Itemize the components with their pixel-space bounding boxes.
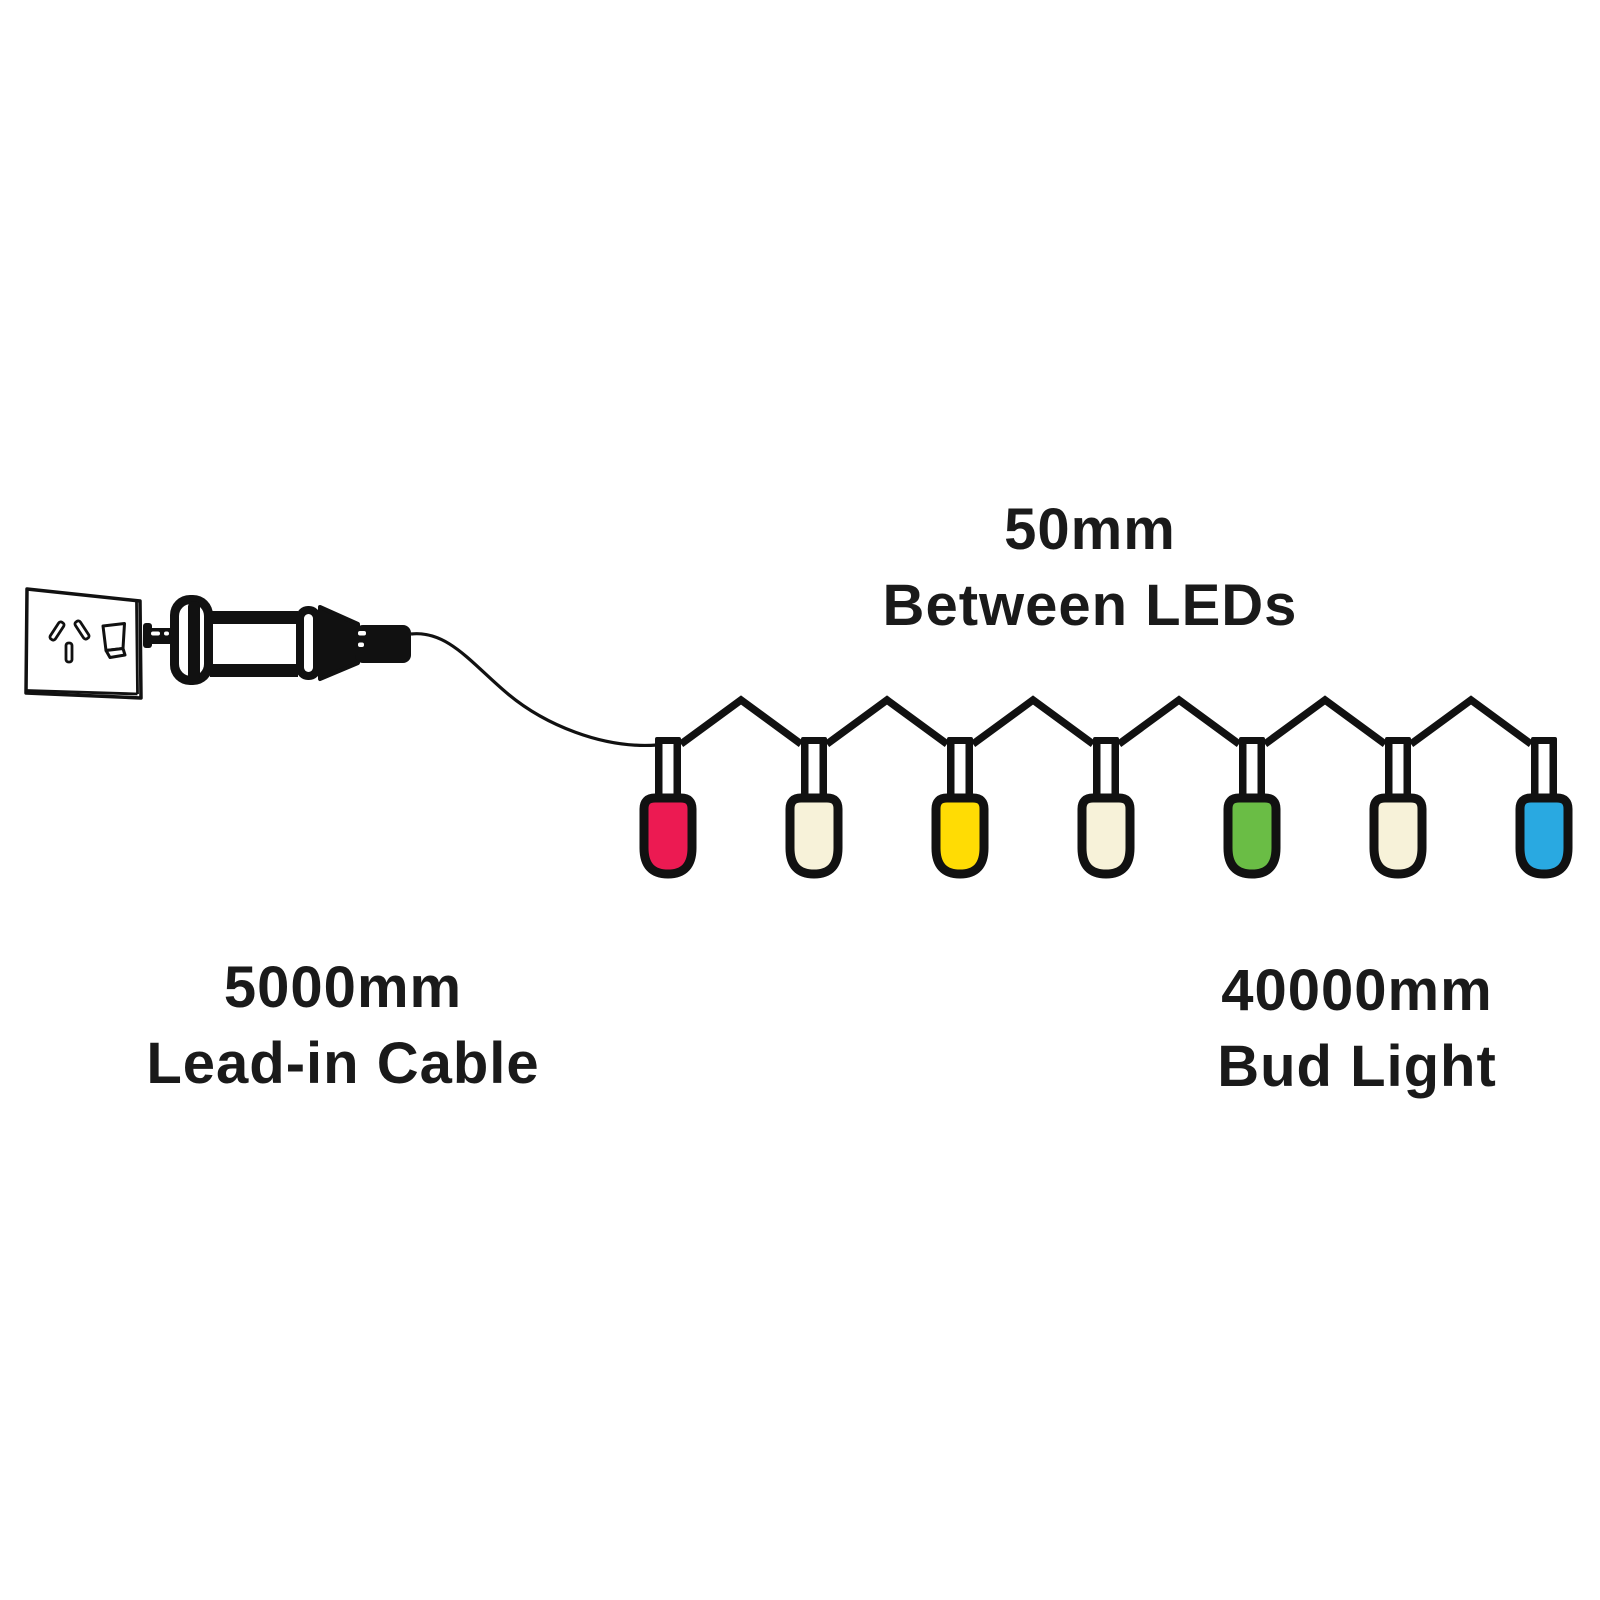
label-led-spacing: 50mm Between LEDs [883,492,1298,644]
bulb-stem-slot [1100,744,1112,801]
bulb-body [1515,793,1573,879]
bulb-stem-slot [1538,744,1550,801]
led-spacing-value: 50mm [1004,497,1176,562]
socket-switch-skirt [104,647,127,659]
bulb-body [1369,793,1427,879]
led-spacing-caption: Between LEDs [882,573,1298,638]
bulb-body [1223,793,1281,879]
led-string [639,695,1573,879]
bulb-body [785,793,843,879]
socket-plate [24,587,143,700]
socket-plate-edge [26,601,139,696]
bulb-body [639,793,697,879]
bulb-1-pink [639,737,697,879]
bulb-body [931,793,989,879]
bulb-2-warm-white [785,737,843,879]
bulb-stem-slot [1392,744,1404,801]
bulb-4-warm-white [1077,737,1135,879]
bulb-5-green [1223,737,1281,879]
socket-slot-left-icon [48,620,66,642]
bulb-stem-slot [1246,744,1258,801]
lead-in-value: 5000mm [223,955,463,1020]
bulb-3-yellow [931,737,989,879]
bulb-stem-slot [808,744,820,801]
bud-light-value: 40000mm [1221,958,1493,1023]
socket-slot-earth-icon [64,641,74,664]
socket-slot-right-icon [73,619,91,641]
bulb-body [1077,793,1135,879]
bulb-stem-slot [954,744,966,801]
bulb-6-warm-white [1369,737,1427,879]
bulb-stem-slot [662,744,674,801]
bulb-7-blue [1515,737,1573,879]
inline-waterproof-plug-icon [143,595,411,685]
bud-light-caption: Bud Light [1217,1034,1497,1099]
lead-in-cable [410,632,658,748]
au-wall-socket-icon [24,587,143,700]
lead-in-caption: Lead-in Cable [146,1031,540,1096]
string-wire [678,695,1534,748]
socket-switch-icon [101,622,126,652]
label-lead-in-cable: 5000mm Lead-in Cable [146,950,539,1102]
label-bud-light: 40000mm Bud Light [1217,953,1497,1105]
